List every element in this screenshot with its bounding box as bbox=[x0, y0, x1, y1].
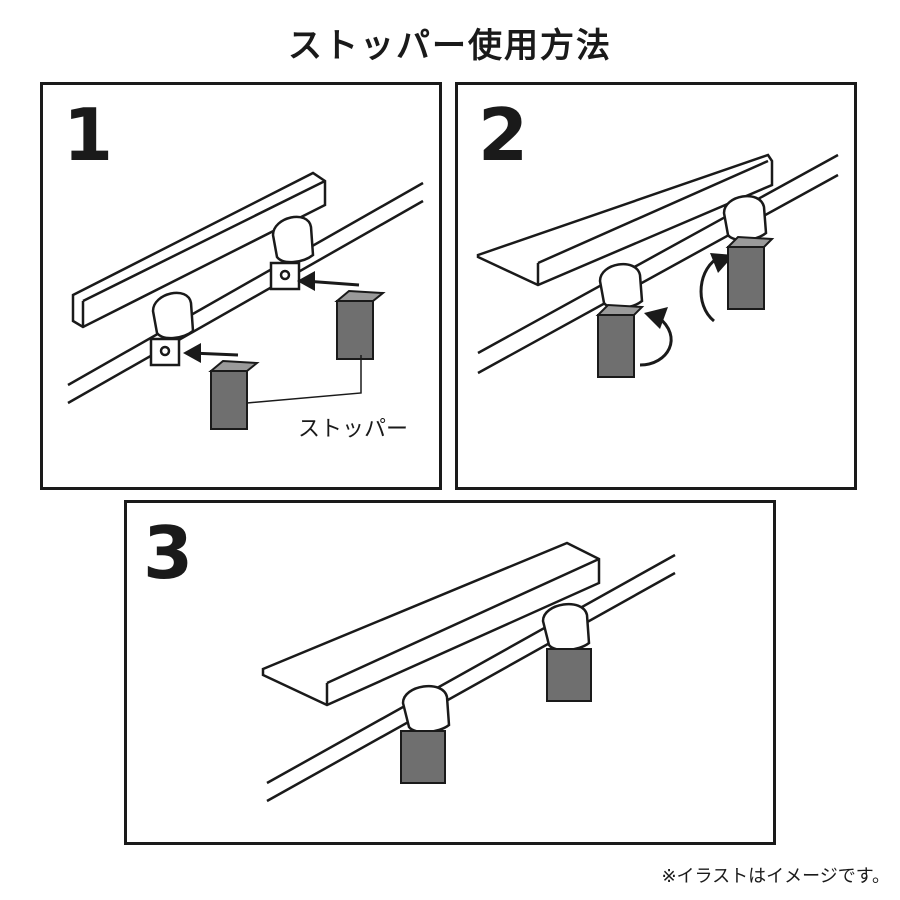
step-2-panel: 2 bbox=[455, 82, 857, 490]
step-1-panel: 1 bbox=[40, 82, 442, 490]
step-3-number: 3 bbox=[143, 511, 194, 595]
step-2-illustration bbox=[476, 153, 839, 378]
step-1-number: 1 bbox=[63, 93, 114, 177]
step-2-number: 2 bbox=[478, 93, 529, 177]
step-3-panel: 3 bbox=[124, 500, 776, 845]
step-1-illustration bbox=[67, 171, 424, 430]
step-3-illustration bbox=[261, 541, 676, 803]
stopper-label: ストッパー bbox=[298, 417, 409, 442]
illustration-note: ※イラストはイメージです。 bbox=[661, 866, 890, 887]
page-title: ストッパー使用方法 bbox=[288, 26, 612, 66]
